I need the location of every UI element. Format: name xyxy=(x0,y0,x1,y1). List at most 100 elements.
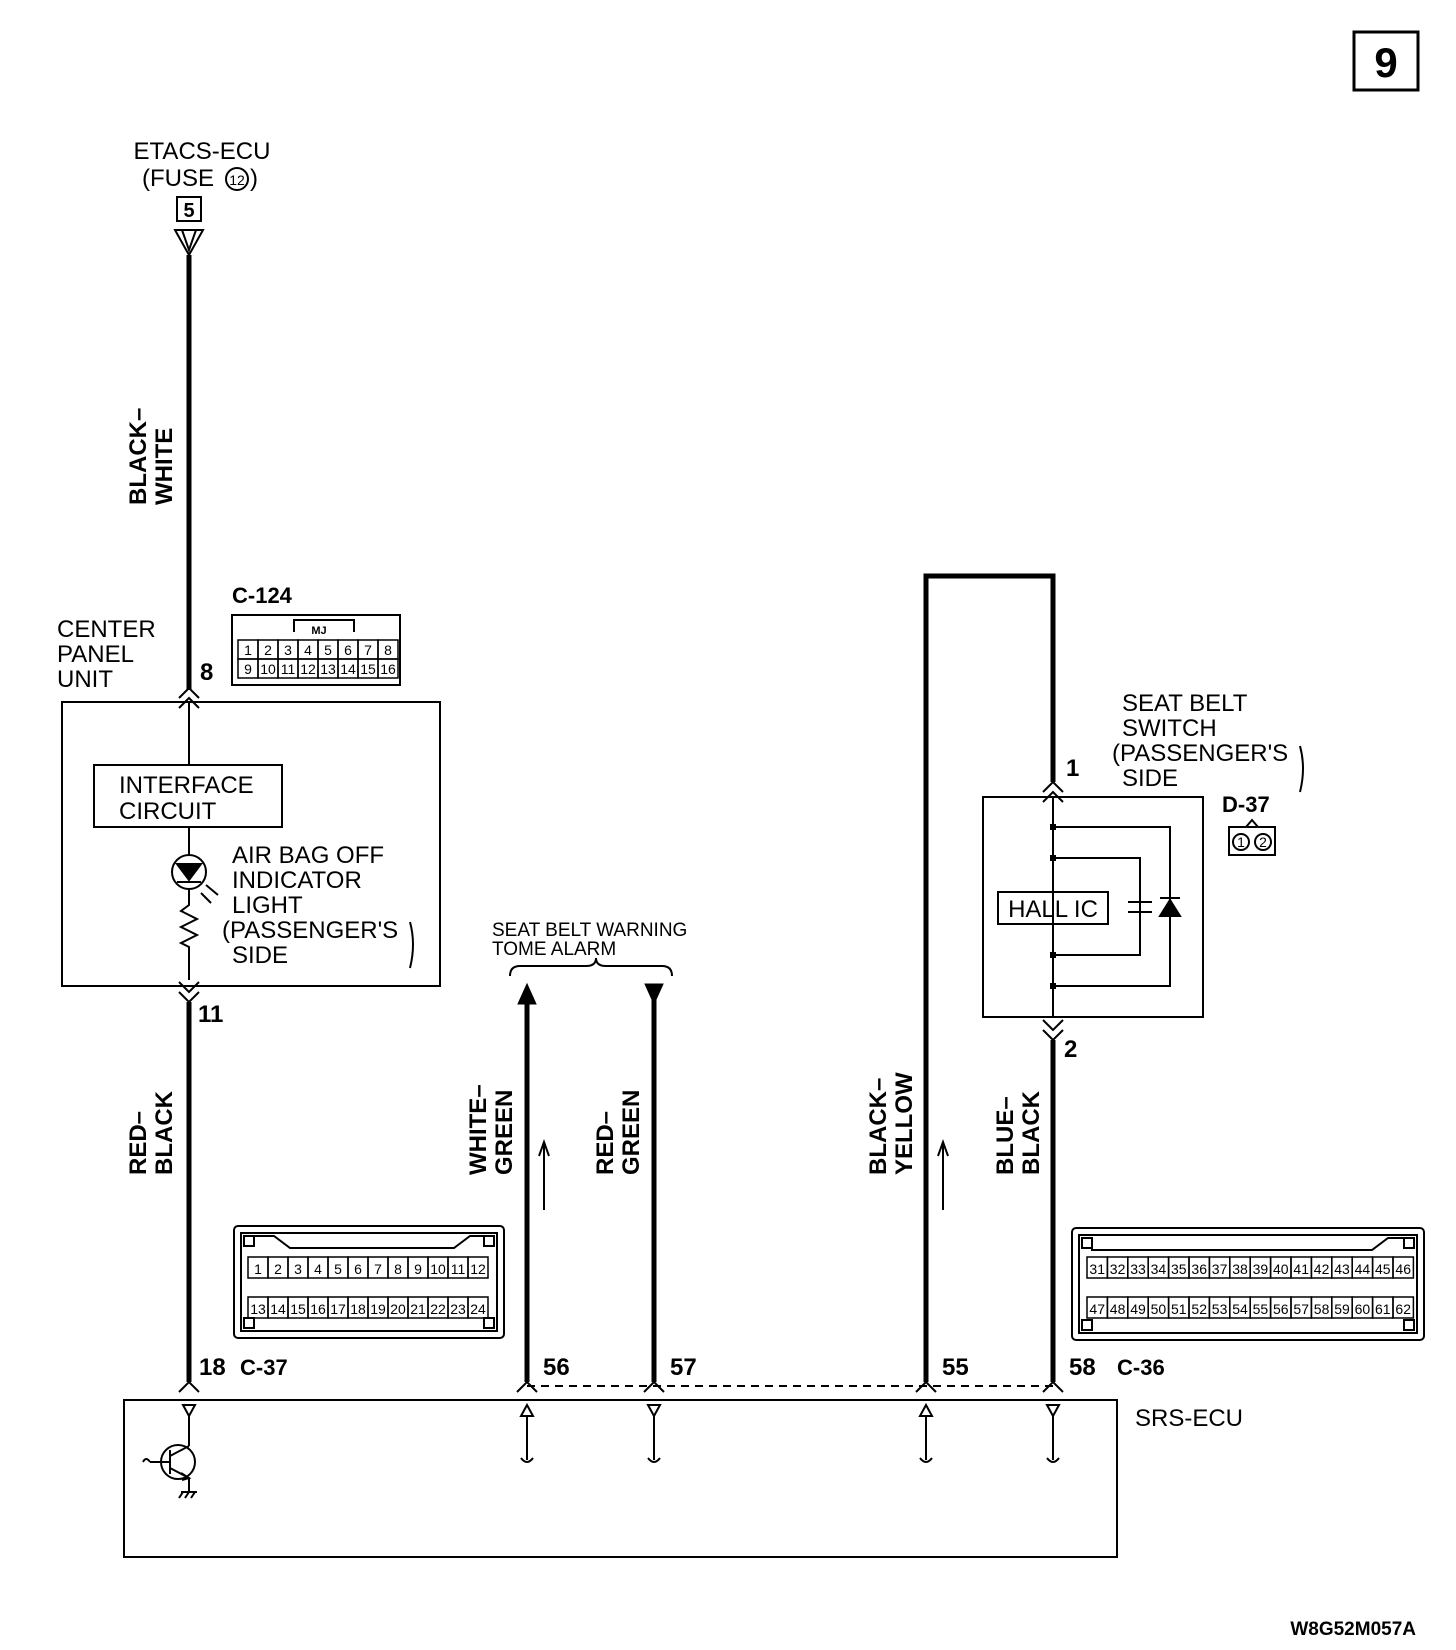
wire-label-red-black-2: BLACK xyxy=(151,1090,178,1175)
connector-pin-number: 33 xyxy=(1130,1261,1146,1277)
connector-c37-latch-right-bottom xyxy=(483,1317,495,1329)
center-panel-label-1: CENTER xyxy=(57,616,156,643)
connector-pin-number: 11 xyxy=(451,1261,466,1277)
connector-pin-cell xyxy=(467,1256,489,1279)
connector-c37-key xyxy=(254,1235,484,1249)
center-panel-label-3: UNIT xyxy=(57,666,113,693)
connector-pin-number: 50 xyxy=(1151,1301,1167,1317)
srs-pin-55: 55 xyxy=(942,1354,969,1381)
connector-pin-cell xyxy=(377,658,399,679)
diode-icon xyxy=(1158,897,1182,917)
connector-pin-number: 2 xyxy=(264,642,272,658)
connector-c124-tag: MJ xyxy=(311,625,326,637)
connector-pin-number: 14 xyxy=(270,1301,286,1317)
interface-circuit-label-1: INTERFACE xyxy=(119,772,254,799)
connector-c124-label: C-124 xyxy=(232,583,293,608)
pin-1-connector-icon xyxy=(1042,780,1064,803)
connector-d37-key xyxy=(1245,818,1259,828)
connector-pin-number: 9 xyxy=(244,661,252,677)
connector-pin-number: 7 xyxy=(374,1261,382,1277)
capacitor-icon xyxy=(1128,897,1152,917)
connector-pin-number: 10 xyxy=(260,661,276,677)
switch-circuit-inner xyxy=(1053,857,1141,956)
center-panel-label-2: PANEL xyxy=(57,641,134,668)
connector-pin-number: 36 xyxy=(1191,1261,1207,1277)
center-panel-pin-out: 11 xyxy=(198,1001,223,1028)
connector-pin-number: 15 xyxy=(290,1301,306,1317)
indicator-label-4: (PASSENGER'S xyxy=(222,917,398,944)
connector-pin-number: 54 xyxy=(1232,1301,1248,1317)
connector-c36-latch-right-top xyxy=(1403,1237,1415,1249)
seat-belt-switch-bracket xyxy=(1299,745,1304,793)
seat-belt-switch-label-2: SWITCH xyxy=(1122,715,1217,742)
connector-c124-key xyxy=(293,619,355,632)
connector-pin-number: 8 xyxy=(394,1261,402,1277)
connector-pin-number: 5 xyxy=(324,642,332,658)
connector-c37-label: C-37 xyxy=(240,1355,288,1380)
pin-58-connector-icon xyxy=(1042,1380,1064,1393)
connector-c36-inner xyxy=(1078,1234,1418,1334)
connector-pin-number: 56 xyxy=(1273,1301,1289,1317)
connector-pin-number: 44 xyxy=(1355,1261,1371,1277)
resistor-icon xyxy=(178,889,200,980)
connector-c37-latch-left-top xyxy=(243,1235,255,1247)
connector-pin-number: 46 xyxy=(1395,1261,1411,1277)
alarm-label-1: SEAT BELT WARNING xyxy=(492,920,687,941)
ecu-terminal-18-icon xyxy=(181,1404,197,1446)
connector-pin-number: 21 xyxy=(410,1301,426,1317)
connector-pin-number: 8 xyxy=(384,642,392,658)
switch-node-2 xyxy=(1050,855,1056,861)
ecu-terminal-55-icon xyxy=(918,1402,934,1463)
pin-55-connector-icon xyxy=(915,1380,937,1393)
connector-d37-pin-1-ring xyxy=(1232,833,1250,851)
connector-pin-number: 31 xyxy=(1089,1261,1105,1277)
indicator-label-1: AIR BAG OFF xyxy=(232,842,384,869)
connector-pin-number: 20 xyxy=(390,1301,406,1317)
fuse-number: 12 xyxy=(229,172,245,188)
switch-node-4 xyxy=(1050,983,1056,989)
connector-pin-number: 3 xyxy=(294,1261,302,1277)
srs-ecu-label: SRS-ECU xyxy=(1135,1405,1243,1432)
seat-belt-switch-label-3: (PASSENGER'S xyxy=(1112,740,1288,767)
pin-56-connector-icon xyxy=(516,1380,538,1393)
connector-c36 xyxy=(1071,1227,1425,1341)
interface-circuit-label-2: CIRCUIT xyxy=(119,798,217,825)
connector-pin-number: 16 xyxy=(380,661,396,677)
wire-label-red-green-2: GREEN xyxy=(618,1090,645,1175)
wire-red-green-arrow-icon xyxy=(644,983,664,1006)
hall-ic-box xyxy=(997,891,1109,925)
connector-pin-number: 24 xyxy=(470,1301,486,1317)
connector-pin-number: 18 xyxy=(350,1301,366,1317)
wire-label-red-black-1: RED– xyxy=(125,1111,152,1175)
connector-pin-number: 51 xyxy=(1171,1301,1187,1317)
transistor-leads xyxy=(150,1445,192,1492)
seat-belt-switch-label-4: SIDE xyxy=(1122,765,1178,792)
connector-pin-number: 38 xyxy=(1232,1261,1248,1277)
connector-pin-number: 6 xyxy=(354,1261,362,1277)
connector-pin-number: 37 xyxy=(1212,1261,1228,1277)
seat-belt-switch-label-1: SEAT BELT xyxy=(1122,690,1248,717)
indicator-label-3: LIGHT xyxy=(232,892,303,919)
connector-pin-number: 49 xyxy=(1130,1301,1146,1317)
connector-pin-number: 42 xyxy=(1314,1261,1330,1277)
pin-2-connector-icon xyxy=(1042,1019,1064,1042)
pin-18-connector-icon xyxy=(178,1380,200,1393)
alarm-label-2: TOME ALARM xyxy=(492,939,616,960)
connector-pin-number: 39 xyxy=(1253,1261,1269,1277)
connector-pin-number: 4 xyxy=(314,1261,322,1277)
wire-label-blue-black-2: BLACK xyxy=(1018,1090,1045,1175)
page-number-box xyxy=(1352,30,1420,92)
connector-d37-pin-2: 2 xyxy=(1259,834,1267,850)
connector-pin-number: 45 xyxy=(1375,1261,1391,1277)
connector-pin-number: 10 xyxy=(430,1261,446,1277)
wire-black-yellow xyxy=(923,573,1056,1382)
connector-pin-number: 43 xyxy=(1334,1261,1350,1277)
connector-c37-latch-left-bottom xyxy=(243,1317,255,1329)
connector-pin-number: 1 xyxy=(244,642,252,658)
connector-pin-cell xyxy=(1392,1256,1415,1279)
page-number: 9 xyxy=(1374,39,1397,86)
srs-ecu-box xyxy=(123,1399,1118,1558)
connector-pin-number: 52 xyxy=(1191,1301,1207,1317)
pin-8-connector-icon xyxy=(178,686,200,709)
